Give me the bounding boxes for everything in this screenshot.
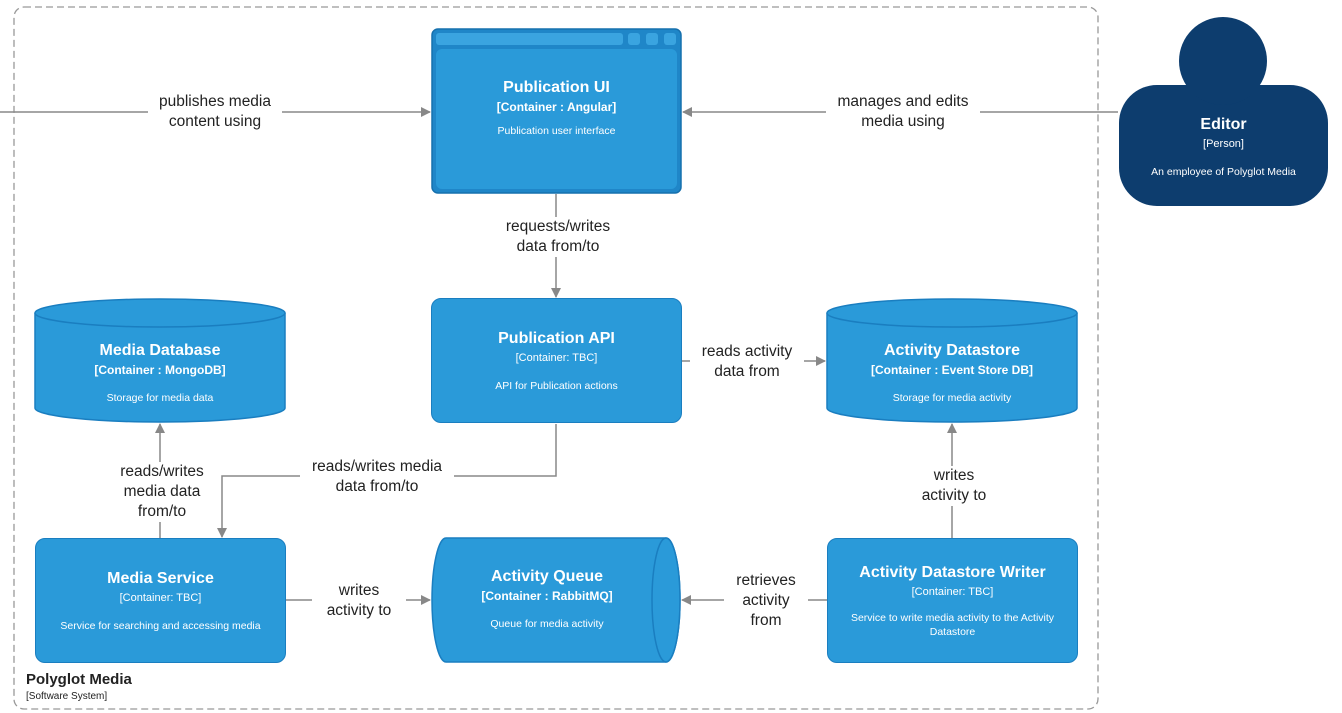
- system-boundary-title: Polyglot Media: [26, 671, 132, 688]
- node-title: Publication API: [498, 330, 615, 347]
- node-title: Editor: [1200, 116, 1247, 133]
- edge-label-manages: manages and edits media using: [826, 92, 980, 132]
- edge-label-writes-store: writes activity to: [910, 466, 998, 506]
- node-description: Publication user interface: [497, 125, 616, 137]
- node-technology: [Container: TBC]: [911, 586, 994, 598]
- window-control-icon: [646, 33, 658, 45]
- edge-label-reads-writes-db: reads/writes media data from/to: [106, 462, 218, 522]
- node-technology: [Person]: [1203, 138, 1244, 150]
- node-title: Activity Datastore: [883, 342, 1021, 359]
- node-description: Storage for media activity: [892, 392, 1012, 404]
- edge-label-reads-activity: reads activity data from: [690, 342, 804, 382]
- media-service-text: Media Service [Container: TBC] Service f…: [40, 569, 281, 633]
- activity-queue-text: Activity Queue [Container : RabbitMQ] Qu…: [432, 567, 662, 631]
- media-database-text: Media Database [Container : MongoDB] Sto…: [40, 341, 280, 405]
- activity-datastore-shape[interactable]: [826, 298, 1078, 423]
- node-technology: [Container : Angular]: [496, 100, 617, 114]
- node-technology: [Container : MongoDB]: [94, 363, 226, 377]
- node-description: Service to write media activity to the A…: [850, 612, 1055, 638]
- publication-ui-text: Publication UI [Container : Angular] Pub…: [436, 78, 677, 138]
- edge-label-writes-queue: writes activity to: [312, 581, 406, 621]
- node-description: Storage for media data: [106, 392, 214, 404]
- node-title: Media Service: [107, 570, 214, 587]
- edge-label-reads-writes-media: reads/writes media data from/to: [300, 457, 454, 497]
- publication-ui-shape[interactable]: [431, 28, 682, 194]
- window-control-icon: [664, 33, 676, 45]
- node-title: Publication UI: [503, 79, 610, 96]
- node-description: Service for searching and accessing medi…: [60, 620, 261, 632]
- activity-queue-shape[interactable]: [431, 537, 681, 663]
- editor-person-shape[interactable]: [1119, 17, 1328, 206]
- node-description: API for Publication actions: [495, 380, 618, 392]
- node-technology: [Container : RabbitMQ]: [481, 589, 613, 603]
- edge-label-retrieves: retrieves activity from: [724, 571, 808, 631]
- media-database-shape[interactable]: [34, 298, 286, 423]
- node-title: Media Database: [99, 342, 221, 359]
- activity-datastore-text: Activity Datastore [Container : Event St…: [832, 341, 1072, 405]
- publication-api-node[interactable]: [431, 298, 682, 423]
- publication-api-text: Publication API [Container: TBC] API for…: [436, 329, 677, 393]
- edge-label-publishes: publishes media content using: [148, 92, 282, 132]
- edge-label-requests: requests/writes data from/to: [492, 217, 624, 257]
- system-boundary: [13, 6, 1099, 710]
- node-description: An employee of Polyglot Media: [1151, 166, 1296, 178]
- node-technology: [Container : Event Store DB]: [870, 363, 1033, 377]
- activity-datastore-writer-text: Activity Datastore Writer [Container: TB…: [832, 563, 1073, 639]
- node-title: Activity Queue: [490, 568, 604, 585]
- node-technology: [Container: TBC]: [515, 352, 598, 364]
- system-boundary-subtitle: [Software System]: [26, 691, 108, 702]
- window-control-icon: [628, 33, 640, 45]
- media-service-node[interactable]: [35, 538, 286, 663]
- node-technology: [Container: TBC]: [119, 592, 202, 604]
- activity-datastore-writer-node[interactable]: [827, 538, 1078, 663]
- node-title: Activity Datastore Writer: [859, 564, 1046, 581]
- node-description: Queue for media activity: [490, 618, 604, 630]
- editor-text: Editor [Person] An employee of Polyglot …: [1125, 115, 1322, 179]
